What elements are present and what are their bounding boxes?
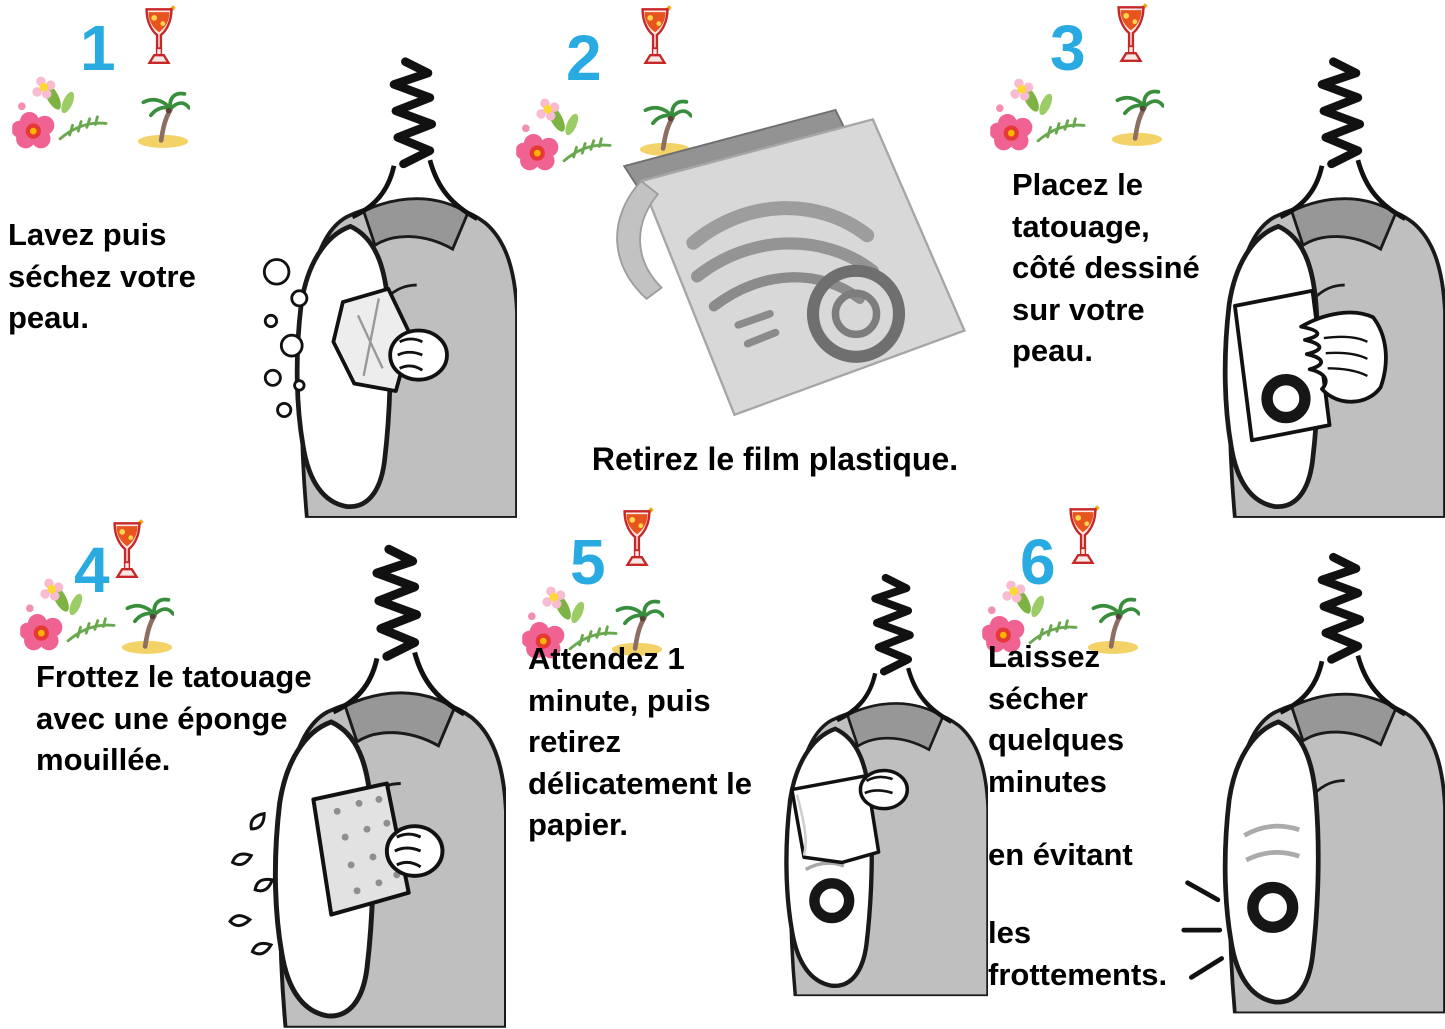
palm-island-icon <box>1086 594 1140 656</box>
cocktail-icon <box>1062 504 1104 570</box>
tattoo-design-swirls <box>686 201 906 363</box>
step-number: 1 <box>80 12 116 84</box>
tattoo-on-arm-icon <box>804 861 855 924</box>
flowers-icon <box>522 578 622 666</box>
step-number: 3 <box>1050 12 1086 84</box>
step-caption-3: les frottements. <box>988 915 1168 992</box>
step-caption: Placez le tatouage, côté dessiné sur vot… <box>1012 167 1200 369</box>
water-droplets-icon <box>228 811 275 956</box>
cocktail-icon <box>634 4 676 70</box>
step-caption: Laissez sécher quelques minutes <box>988 639 1125 799</box>
palm-island-icon <box>1110 86 1164 148</box>
flowers-icon <box>990 70 1090 158</box>
pressing-hand-icon <box>1299 310 1388 404</box>
palm-island-icon <box>120 594 174 656</box>
flowers-icon <box>516 90 616 178</box>
illustration-peel-paper <box>745 538 988 1029</box>
tattoo-paper-icon <box>1233 288 1332 443</box>
palm-island-icon <box>638 96 692 158</box>
step-caption: Frottez le tatouage avec une éponge moui… <box>36 659 312 778</box>
cocktail-icon <box>106 518 148 584</box>
flowers-icon <box>982 572 1082 660</box>
illustration-plastic-film <box>616 108 966 417</box>
palm-island-icon <box>136 88 190 150</box>
illustration-dry-arm <box>1181 534 1445 1029</box>
cocktail-icon <box>138 4 180 70</box>
illustration-place-tattoo <box>1180 52 1445 520</box>
illustration-sponge-arm <box>228 540 506 1029</box>
palm-island-icon <box>610 596 664 658</box>
flowers-icon <box>20 570 120 658</box>
step-caption: Attendez 1 minute, puis retirez délicate… <box>528 641 752 843</box>
washcloth-icon <box>331 286 449 393</box>
step-caption: Retirez le film plastique. <box>591 441 959 477</box>
sponge-icon <box>311 781 445 917</box>
illustration-washing-arm <box>262 52 517 520</box>
cocktail-icon <box>1110 2 1152 68</box>
tattoo-on-arm-icon <box>1243 823 1301 933</box>
step-caption: Lavez puis séchez votre peau. <box>8 217 196 336</box>
drying-lines-icon <box>1181 880 1225 980</box>
flowers-icon <box>12 68 112 156</box>
step-number: 4 <box>74 534 110 606</box>
step-number: 2 <box>566 22 602 94</box>
peeled-paper-icon <box>790 768 910 865</box>
step-caption-2: en évitant <box>988 837 1133 872</box>
step-number: 6 <box>1020 526 1056 598</box>
step-number: 5 <box>570 526 606 598</box>
cocktail-icon <box>616 506 658 572</box>
soap-bubbles-icon <box>262 258 309 419</box>
